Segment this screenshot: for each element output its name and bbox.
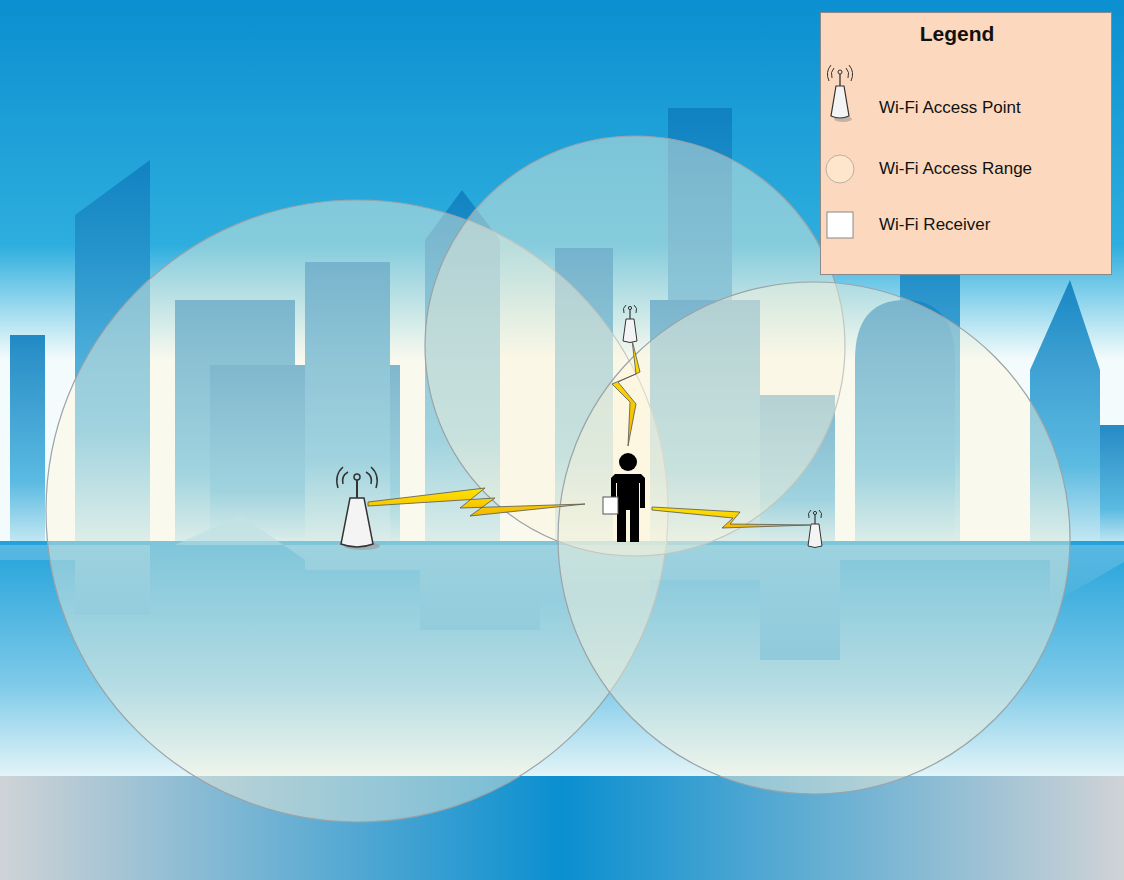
legend-receiver-sample bbox=[827, 212, 853, 238]
legend-entry: Wi-Fi Receiver bbox=[879, 215, 990, 235]
access-range bbox=[558, 282, 1070, 794]
access-point bbox=[337, 467, 380, 550]
wifi-receiver bbox=[603, 497, 618, 514]
legend-title: Legend bbox=[920, 22, 995, 46]
legend-entry: Wi-Fi Access Range bbox=[879, 159, 1032, 179]
legend-entry: Wi-Fi Access Point bbox=[879, 98, 1021, 118]
legend-samples bbox=[820, 12, 1112, 275]
legend-panel bbox=[820, 12, 1112, 275]
legend-range-sample bbox=[826, 155, 854, 183]
signal-bolt bbox=[652, 507, 810, 528]
access-point bbox=[808, 510, 822, 548]
signal-bolt bbox=[612, 340, 640, 446]
legend-access-point-sample bbox=[827, 65, 852, 122]
signal-bolt bbox=[368, 488, 585, 516]
access-point bbox=[623, 305, 637, 343]
